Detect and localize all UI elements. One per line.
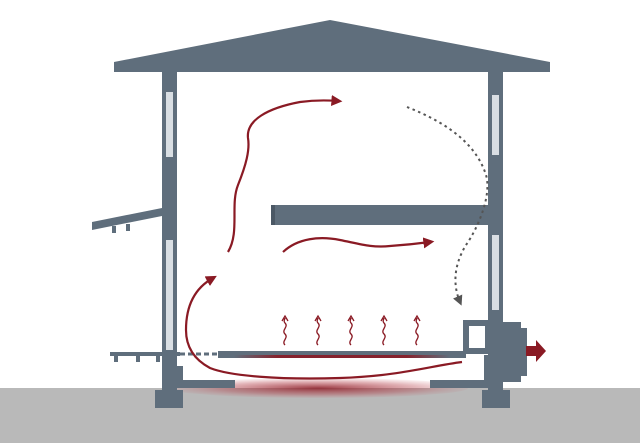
airflow-under-mezzanine [282,237,435,253]
airflow-rising-main [227,95,343,253]
interior-vent-unit [463,320,491,354]
airflow-underfloor-loop [184,275,463,380]
airflow-return-dotted [406,106,489,306]
heat-wave [380,314,388,346]
floor-slab [177,351,490,388]
exterior-deck [110,352,220,362]
underfloor-heat-glow [168,378,468,398]
roof [114,20,550,72]
left-awning [92,208,162,233]
exterior-exhaust-unit [501,322,527,382]
heat-wave [281,314,289,346]
heat-waves [281,314,421,346]
right-wall [482,72,510,408]
left-wall [155,72,183,408]
heat-wave [347,314,355,346]
heat-wave [413,314,421,346]
mezzanine-floor [271,205,491,225]
heat-wave [314,314,322,346]
exhaust-arrow-icon [526,340,546,362]
